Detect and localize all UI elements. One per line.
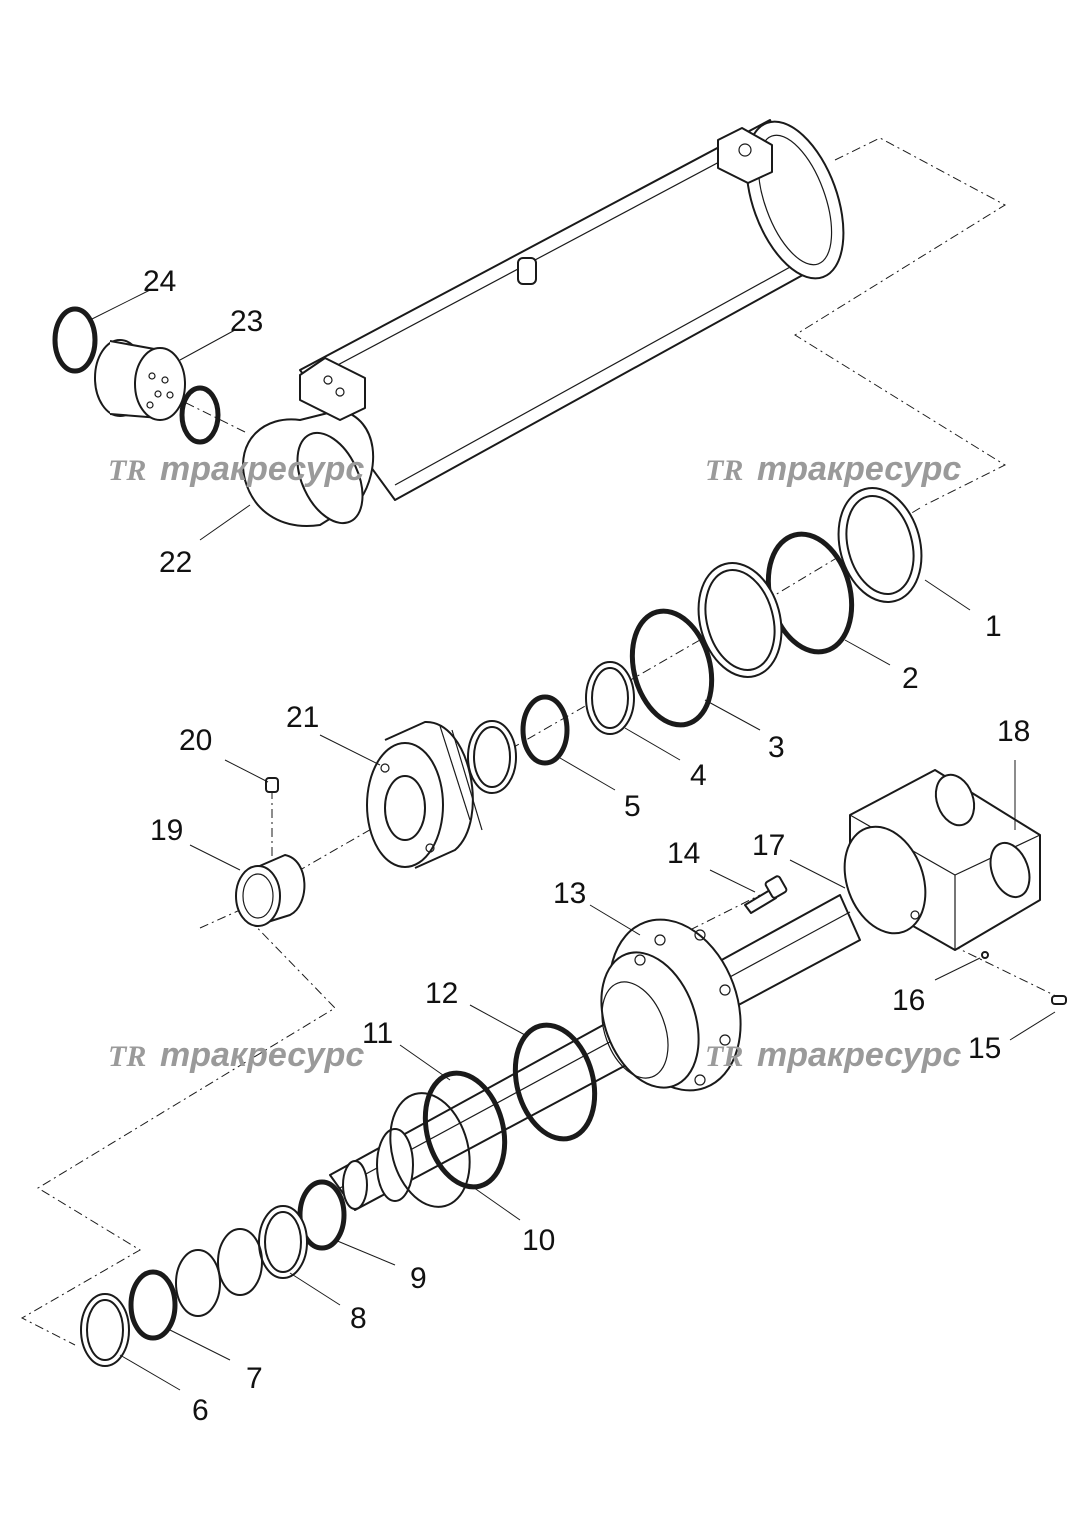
callout-24: 24 xyxy=(143,265,176,298)
callout-14: 14 xyxy=(667,837,700,870)
callout-7: 7 xyxy=(246,1362,263,1395)
callout-19: 19 xyxy=(150,814,183,847)
callout-9: 9 xyxy=(410,1262,427,1295)
callout-8: 8 xyxy=(350,1302,367,1335)
svg-text:TR: TR xyxy=(108,454,146,487)
callout-22: 22 xyxy=(159,546,192,579)
callout-17: 17 xyxy=(752,829,785,862)
svg-text:TR: TR xyxy=(705,454,743,487)
callout-11: 11 xyxy=(362,1017,393,1050)
svg-text:тракресурс: тракресурс xyxy=(160,450,364,488)
callout-13: 13 xyxy=(553,877,586,910)
callout-18: 18 xyxy=(997,715,1030,748)
piston-seal-rings xyxy=(80,1179,347,1367)
watermark-top-right: TR тракресурс xyxy=(705,450,961,488)
callout-5: 5 xyxy=(624,790,641,823)
nut-19 xyxy=(235,854,306,927)
seal-ring-cylinder xyxy=(179,385,221,445)
ring-24 xyxy=(52,306,98,374)
svg-text:тракресурс: тракресурс xyxy=(757,1036,961,1074)
callout-20: 20 xyxy=(179,724,212,757)
svg-text:тракресурс: тракресурс xyxy=(160,1036,364,1074)
gland-13 xyxy=(600,918,742,1092)
leader-lines xyxy=(89,289,1056,1391)
callout-16: 16 xyxy=(892,984,925,1017)
rod-eye-18 xyxy=(843,769,1041,951)
ball-16 xyxy=(981,951,989,959)
callout-21: 21 xyxy=(286,701,319,734)
callout-23: 23 xyxy=(230,305,263,338)
callout-4: 4 xyxy=(690,759,707,792)
svg-text:TR: TR xyxy=(705,1040,743,1073)
callout-15: 15 xyxy=(968,1032,1001,1065)
rod-seal-rings xyxy=(389,1022,598,1208)
watermark-top-left: TR тракресурс xyxy=(108,450,364,488)
watermark-bottom-right: TR тракресурс xyxy=(705,1036,961,1074)
callout-2: 2 xyxy=(902,662,919,695)
cylinder-tube xyxy=(242,119,845,527)
callout-labels: 1 2 3 4 5 6 7 8 9 10 11 12 13 14 15 16 1… xyxy=(143,265,1030,1427)
head-seal-rings xyxy=(467,487,923,794)
callout-1: 1 xyxy=(985,610,1002,643)
bushing-23 xyxy=(94,339,186,421)
callout-3: 3 xyxy=(768,731,785,764)
callout-12: 12 xyxy=(425,977,458,1010)
bolt-14 xyxy=(744,875,788,914)
plug-15 xyxy=(1051,995,1067,1005)
callout-10: 10 xyxy=(522,1224,555,1257)
set-screw-20 xyxy=(265,777,279,793)
piston-21 xyxy=(366,720,483,869)
svg-text:тракресурс: тракресурс xyxy=(757,450,961,488)
svg-text:TR: TR xyxy=(108,1040,146,1073)
watermark-bottom-left: TR тракресурс xyxy=(108,1036,364,1074)
callout-6: 6 xyxy=(192,1394,209,1427)
